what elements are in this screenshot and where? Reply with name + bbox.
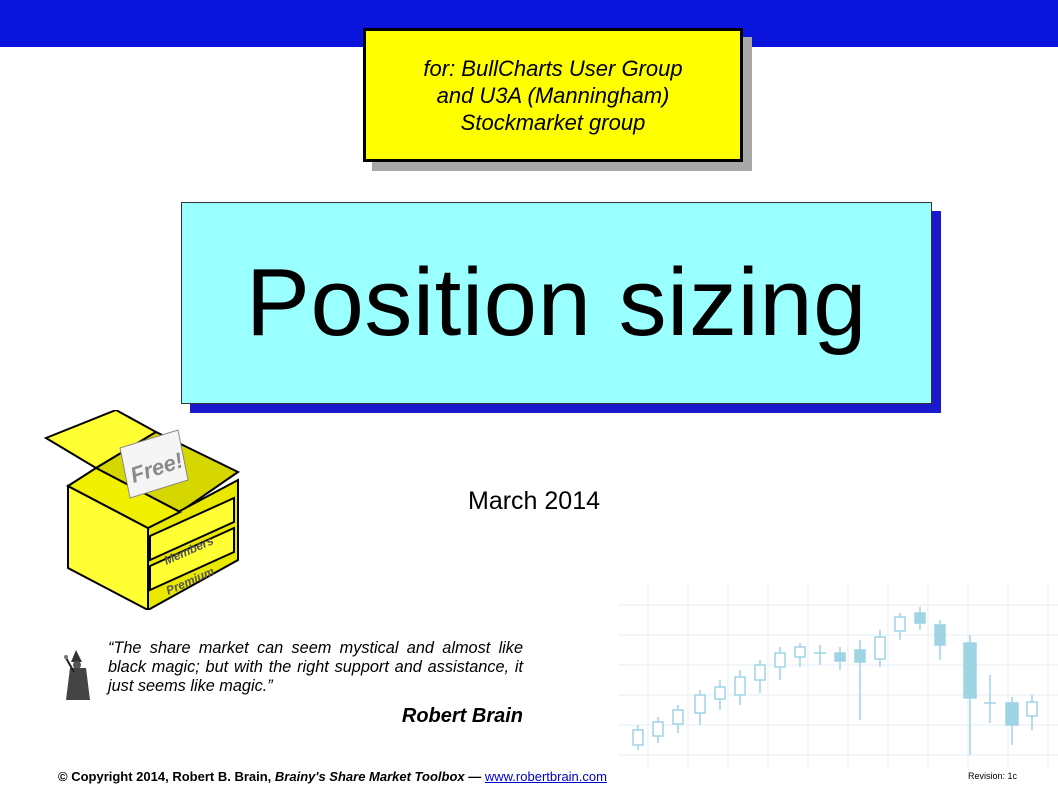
brand-name: Brainy's Share Market Toolbox (274, 769, 465, 784)
footer: © Copyright 2014, Robert B. Brain, Brain… (58, 769, 607, 784)
candlestick-grid (618, 585, 1058, 767)
revision-label: Revision: 1c (968, 771, 1018, 781)
copyright-text: © Copyright 2014, Robert B. Brain, (58, 769, 275, 784)
toolbox-icon: Free! Members Premium (43, 410, 240, 610)
website-link[interactable]: www.robertbrain.com (484, 769, 607, 784)
audience-line-3: Stockmarket group (460, 109, 646, 135)
footer-separator: — (464, 769, 485, 784)
wizard-icon (64, 650, 90, 700)
slide-title: Position sizing (245, 249, 868, 356)
decorative-candlestick-chart (618, 585, 1058, 767)
audience-box: for: BullCharts User Group and U3A (Mann… (363, 28, 743, 162)
quote-text: “The share market can seem mystical and … (108, 639, 523, 695)
candlesticks (632, 607, 1038, 755)
quote-author: Robert Brain (401, 705, 523, 727)
audience-line-2: and U3A (Manningham) (436, 82, 670, 108)
title-box: Position sizing (181, 202, 932, 404)
audience-line-1: for: BullCharts User Group (423, 55, 683, 81)
slide-date: March 2014 (468, 487, 601, 515)
